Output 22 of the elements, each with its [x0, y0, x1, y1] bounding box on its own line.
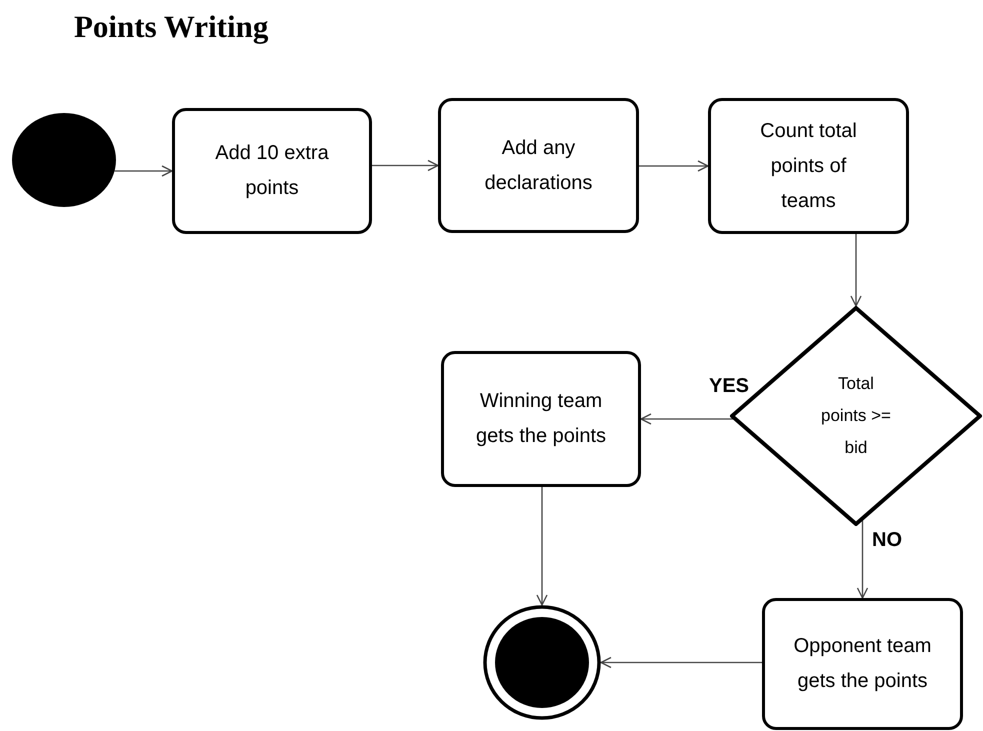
action-text: Winning team gets the points — [474, 389, 608, 449]
arrow — [640, 413, 734, 425]
arrow — [639, 160, 709, 172]
arrow — [850, 234, 862, 307]
start-node — [12, 113, 116, 207]
diagram-title: Points Writing — [74, 8, 268, 46]
end-node — [483, 605, 601, 720]
action-text: Opponent team gets the points — [792, 634, 932, 694]
arrow — [114, 165, 173, 177]
action-text: Add any declarations — [484, 136, 594, 196]
arrow — [600, 656, 762, 668]
action-box — [708, 98, 909, 234]
arrow — [536, 487, 548, 606]
arrow — [372, 160, 439, 172]
action-box — [441, 351, 641, 487]
condition-text: Total points >= bid — [820, 373, 892, 459]
action-box — [438, 98, 639, 233]
action-box — [172, 108, 372, 234]
action-box — [762, 598, 963, 730]
arrow — [856, 520, 868, 599]
action-text: Add 10 extra points — [214, 141, 330, 201]
action-text: Count total points of teams — [759, 118, 858, 214]
